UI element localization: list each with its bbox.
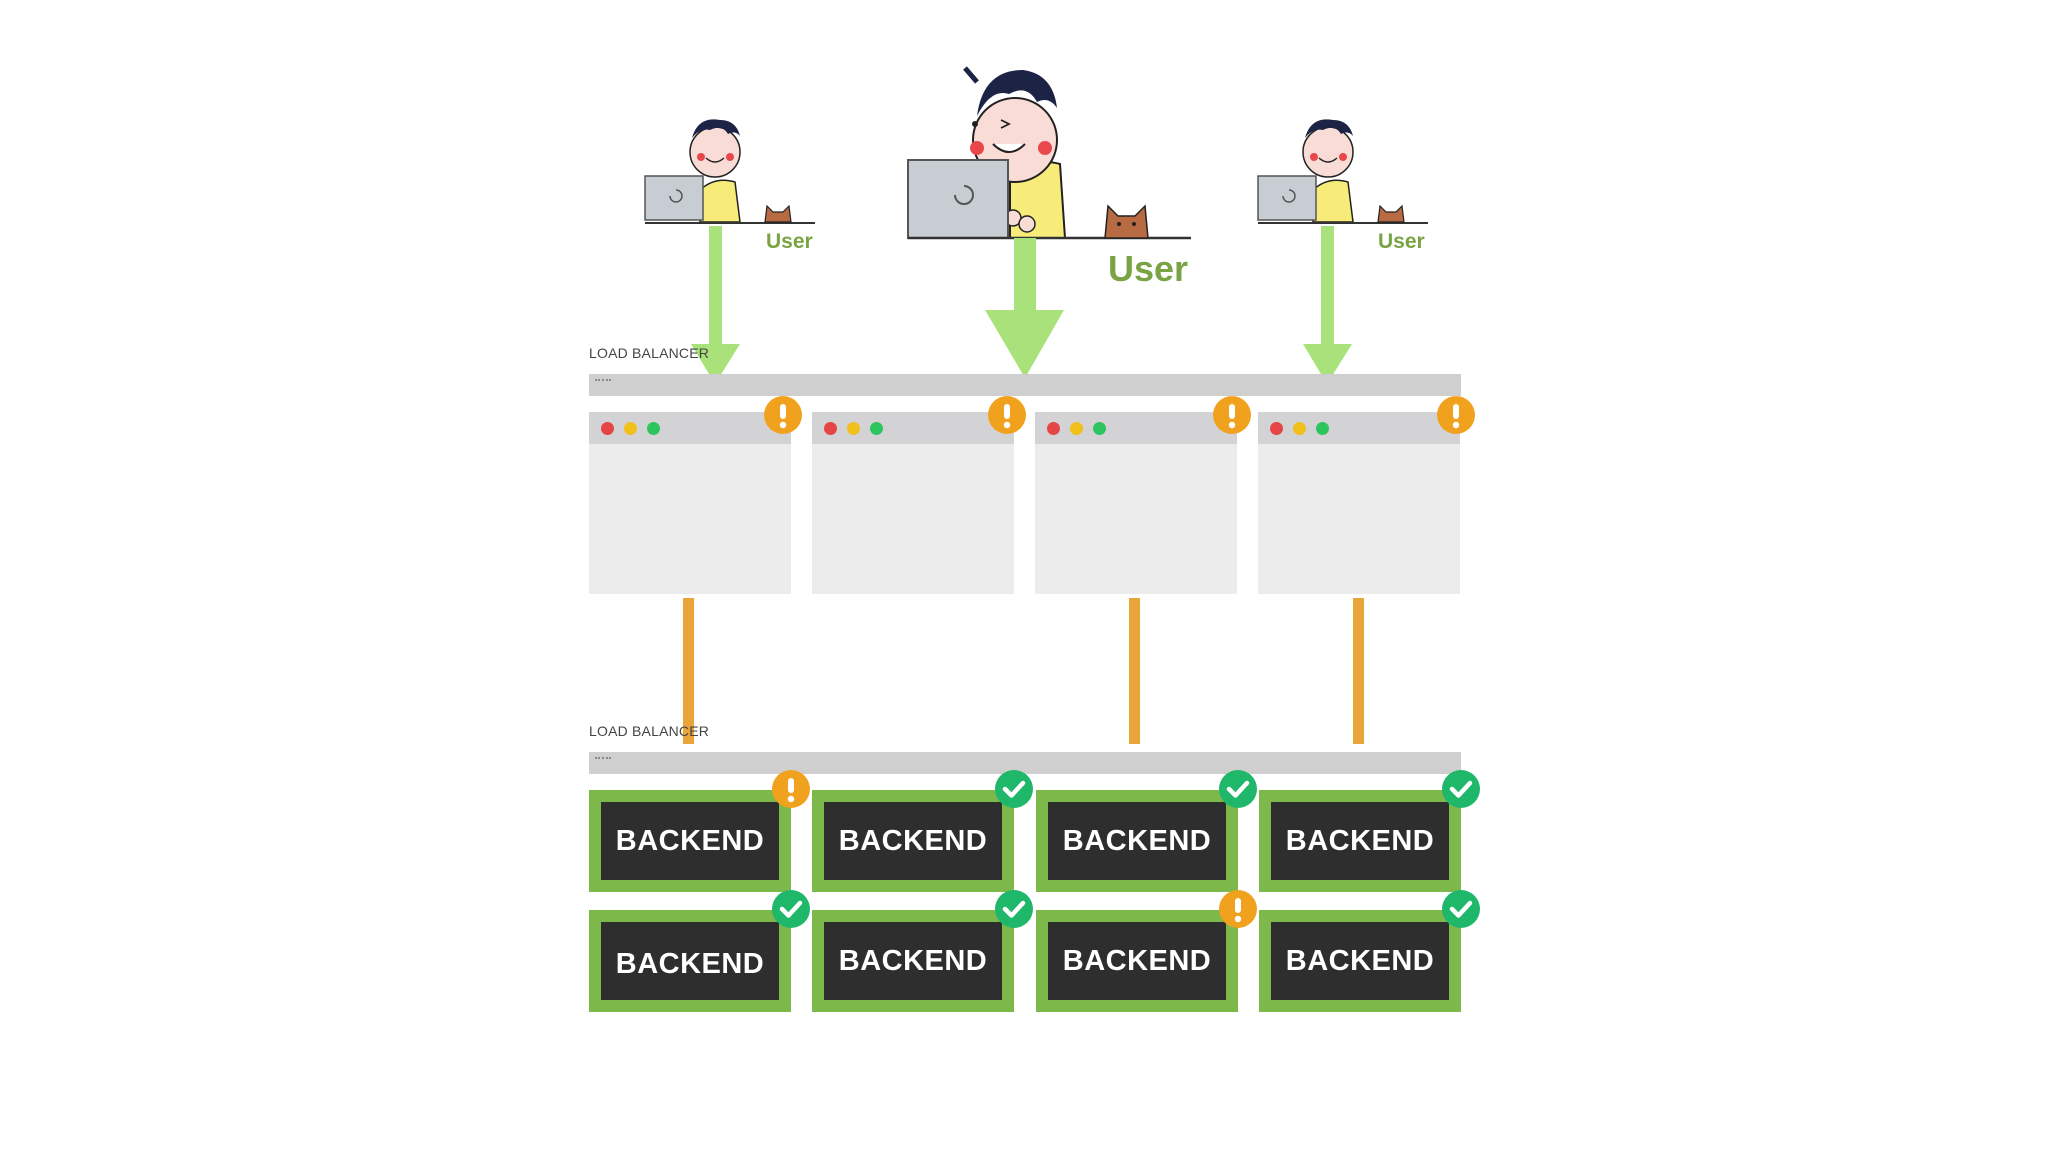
backend-label: BACKEND [601, 922, 779, 1000]
backend-label: BACKEND [824, 802, 1002, 880]
backend-label: BACKEND [1048, 802, 1226, 880]
warning-icon [772, 770, 810, 808]
checkmark-icon [995, 890, 1033, 928]
close-dot [1047, 422, 1060, 435]
maximize-dot [870, 422, 883, 435]
user-illustration-1 [640, 110, 820, 230]
close-dot [824, 422, 837, 435]
connection-link-3 [1129, 598, 1140, 744]
checkmark-icon [1442, 890, 1480, 928]
frontend-window [1035, 412, 1237, 594]
window-titlebar [589, 412, 791, 444]
backend-server: BACKEND [1259, 910, 1461, 1012]
window-titlebar [812, 412, 1014, 444]
connection-link-1 [683, 598, 694, 744]
minimize-dot [847, 422, 860, 435]
close-dot [1270, 422, 1283, 435]
backend-load-balancer-bar [589, 752, 1461, 774]
backend-server: BACKEND [1036, 790, 1238, 892]
user-illustration-2 [905, 48, 1195, 244]
user-label-2: User [1108, 248, 1189, 289]
user-arrow-2 [985, 238, 1064, 378]
user-arrow-3 [1303, 226, 1352, 384]
frontend-load-balancer-bar [589, 374, 1461, 396]
warning-icon [988, 396, 1026, 434]
backend-server: BACKEND [589, 910, 791, 1012]
warning-icon [1219, 890, 1257, 928]
checkmark-icon [1442, 770, 1480, 808]
backend-server: BACKEND [589, 790, 791, 892]
connection-link-4 [1353, 598, 1364, 744]
minimize-dot [624, 422, 637, 435]
maximize-dot [1093, 422, 1106, 435]
user-illustration-3 [1253, 110, 1433, 230]
backend-label: BACKEND [601, 802, 779, 880]
warning-icon [1213, 396, 1251, 434]
frontend-window [1258, 412, 1460, 594]
backend-label: BACKEND [1048, 922, 1226, 1000]
backend-server: BACKEND [1259, 790, 1461, 892]
warning-icon [764, 396, 802, 434]
warning-icon [1437, 396, 1475, 434]
user-label-1: User [766, 230, 813, 253]
frontend-load-balancer-label: LOAD BALANCER [589, 345, 710, 361]
backend-label: BACKEND [824, 922, 1002, 1000]
maximize-dot [1316, 422, 1329, 435]
backend-server: BACKEND [1036, 910, 1238, 1012]
user-label-3: User [1378, 230, 1425, 253]
checkmark-icon [772, 890, 810, 928]
maximize-dot [647, 422, 660, 435]
backend-label: BACKEND [1271, 922, 1449, 1000]
backend-server: BACKEND [812, 910, 1014, 1012]
minimize-dot [1070, 422, 1083, 435]
window-titlebar [1258, 412, 1460, 444]
checkmark-icon [1219, 770, 1257, 808]
close-dot [601, 422, 614, 435]
backend-server: BACKEND [812, 790, 1014, 892]
frontend-window [589, 412, 791, 594]
backend-load-balancer-label: LOAD BALANCER [589, 723, 710, 739]
window-titlebar [1035, 412, 1237, 444]
user-arrow-1 [691, 226, 740, 384]
frontend-window [812, 412, 1014, 594]
backend-label: BACKEND [1271, 802, 1449, 880]
checkmark-icon [995, 770, 1033, 808]
minimize-dot [1293, 422, 1306, 435]
